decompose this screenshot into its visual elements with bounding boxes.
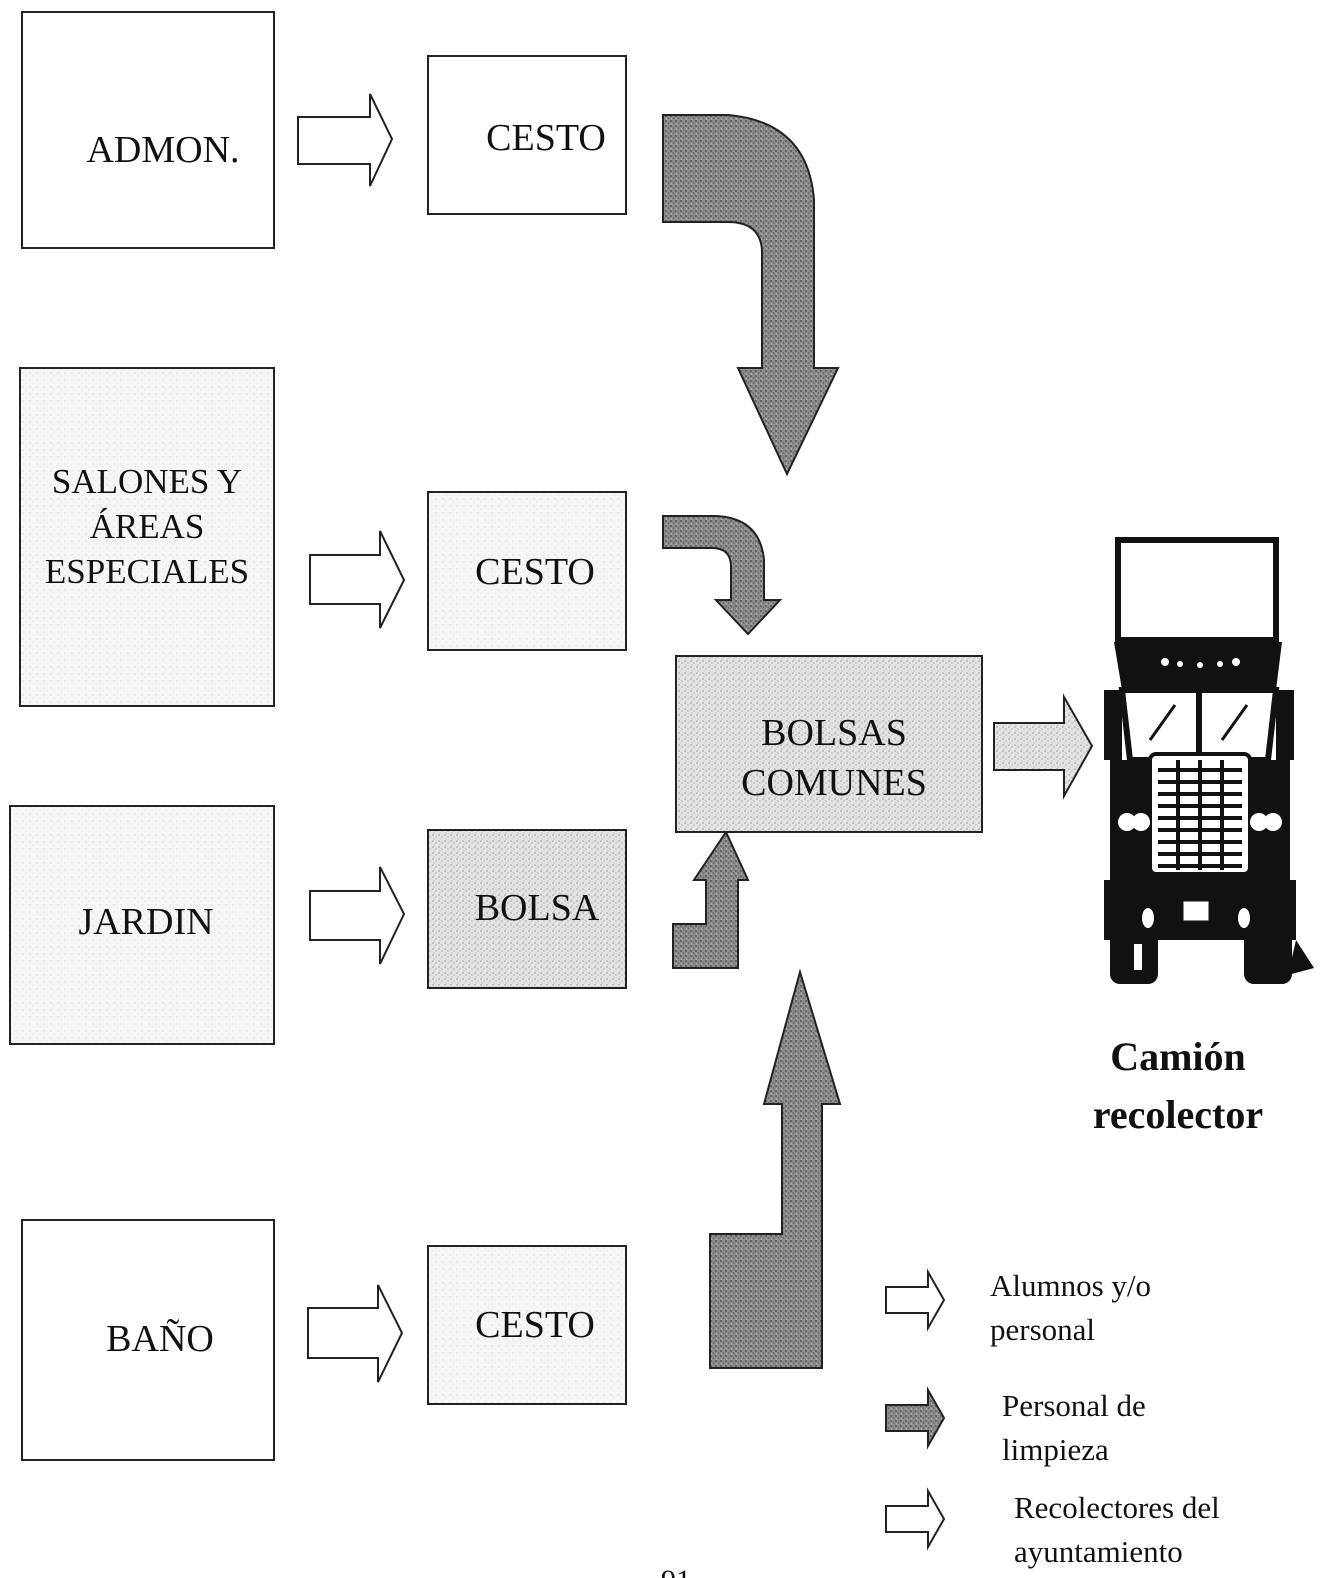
- arrow-outline-jardin: [310, 867, 404, 964]
- container-label: CESTO: [486, 117, 606, 159]
- legend-item-cleaning-staff: Personal de limpieza: [886, 1388, 1146, 1467]
- source-label: ESPECIALES: [45, 552, 249, 591]
- arrow-outline-salones: [310, 531, 404, 628]
- legend-outline-arrow-icon: [886, 1491, 944, 1547]
- container-box-cesto-4: CESTO: [428, 1246, 626, 1404]
- legend-label: Recolectores del: [1014, 1490, 1220, 1525]
- truck-icon: [1104, 540, 1314, 984]
- central-label: COMUNES: [741, 762, 927, 804]
- legend-label: Alumnos y/o: [990, 1268, 1151, 1303]
- legend-label: personal: [990, 1312, 1095, 1347]
- central-box-bolsas-comunes: BOLSAS COMUNES: [676, 656, 982, 832]
- source-label: ÁREAS: [90, 507, 205, 546]
- container-box-cesto-2: CESTO: [428, 492, 626, 650]
- truck-caption: recolector: [1093, 1092, 1263, 1137]
- container-box-bolsa: BOLSA: [428, 830, 626, 988]
- legend-label: ayuntamiento: [1014, 1534, 1183, 1569]
- legend-outline-arrow-icon: [886, 1272, 944, 1328]
- legend-shaded-arrow-icon: [886, 1390, 944, 1446]
- legend: Alumnos y/o personal Personal de limpiez…: [886, 1268, 1220, 1569]
- source-label: JARDIN: [78, 901, 213, 943]
- container-label: CESTO: [475, 551, 595, 593]
- legend-item-students: Alumnos y/o personal: [886, 1268, 1151, 1347]
- container-label: CESTO: [475, 1304, 595, 1346]
- arrow-shaded-from-bolsa: [673, 832, 748, 968]
- arrow-shaded-from-cesto-1: [663, 115, 838, 474]
- source-box-admon: ADMON.: [22, 12, 274, 248]
- arrow-shaded-from-cesto-4: [710, 972, 840, 1368]
- page-number: 91: [661, 1564, 691, 1578]
- legend-item-municipal-collectors: Recolectores del ayuntamiento: [886, 1490, 1220, 1569]
- source-box-salones: SALONES Y ÁREAS ESPECIALES: [20, 368, 274, 706]
- arrow-outline-admon: [298, 94, 392, 186]
- arrow-to-truck: [994, 697, 1092, 796]
- source-box-jardin: JARDIN: [10, 806, 274, 1044]
- source-label: ADMON.: [86, 129, 239, 171]
- central-label: BOLSAS: [761, 712, 907, 754]
- legend-label: limpieza: [1002, 1432, 1109, 1467]
- truck-caption: Camión: [1110, 1034, 1246, 1079]
- source-label: SALONES Y: [52, 462, 242, 501]
- arrow-outline-bano: [308, 1285, 402, 1382]
- legend-label: Personal de: [1002, 1388, 1146, 1423]
- arrow-shaded-from-cesto-2: [663, 516, 780, 634]
- container-box-cesto-1: CESTO: [428, 56, 626, 214]
- source-box-bano: BAÑO: [22, 1220, 274, 1460]
- source-label: BAÑO: [106, 1318, 214, 1360]
- container-label: BOLSA: [475, 887, 600, 929]
